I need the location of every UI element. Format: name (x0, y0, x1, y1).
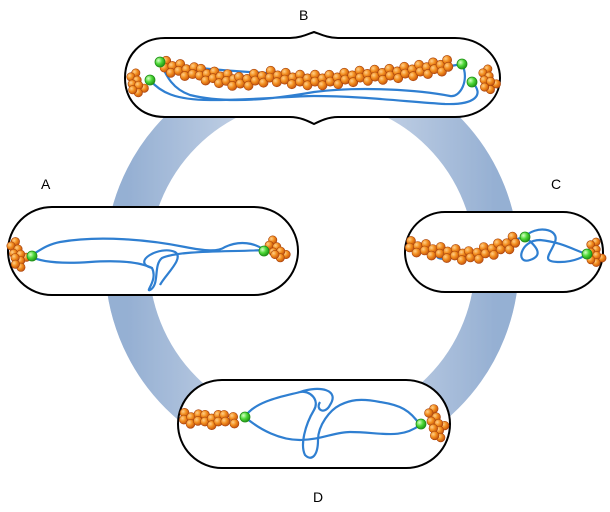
protein-bead (480, 82, 490, 92)
protein-bead (286, 79, 297, 90)
stage-label-d: D (313, 489, 324, 505)
protein-bead (393, 73, 404, 84)
chromosome-strand-icon (29, 237, 265, 292)
protein-bead (220, 416, 231, 427)
protein-filament-icon (159, 55, 454, 91)
protein-bead (270, 250, 280, 260)
protein-bead (408, 71, 419, 82)
protein-bead (441, 253, 452, 263)
protein-bead (10, 259, 20, 269)
bacterial-cell-icon (7, 206, 299, 296)
protein-bead (456, 255, 467, 265)
protein-bead (362, 75, 373, 86)
origin-marker-icon (466, 76, 478, 88)
protein-bead (443, 61, 454, 72)
protein-filament-icon (478, 64, 501, 95)
origin-marker-icon (519, 231, 531, 243)
stage-label-c: C (551, 176, 562, 192)
protein-bead (333, 79, 344, 90)
cell-d (177, 379, 451, 469)
protein-filament-icon (126, 68, 149, 98)
origin-marker-icon (581, 248, 593, 260)
protein-bead (229, 418, 240, 429)
origin-marker-icon (26, 250, 38, 262)
origin-marker-icon (456, 58, 468, 70)
stage-label-b: B (299, 7, 309, 23)
protein-bead (411, 247, 422, 258)
origin-marker-icon (239, 411, 251, 423)
protein-bead (488, 250, 499, 260)
cell-b (123, 30, 502, 126)
protein-bead (377, 74, 388, 85)
protein-bead (430, 430, 440, 441)
origin-marker-icon (144, 74, 156, 86)
protein-bead (348, 77, 359, 88)
origin-marker-icon (258, 245, 270, 257)
protein-filament-icon (424, 404, 450, 443)
origin-marker-icon (154, 56, 166, 68)
protein-bead (426, 250, 437, 261)
protein-bead (504, 244, 515, 255)
cell-c (404, 211, 607, 293)
origin-marker-icon (415, 418, 427, 430)
protein-filament-icon (404, 231, 521, 265)
stage-label-a: A (41, 176, 51, 192)
protein-filament-icon (264, 235, 291, 263)
protein-bead (510, 238, 521, 248)
protein-filament-icon (179, 407, 240, 431)
protein-filament-icon (6, 237, 31, 272)
protein-bead (128, 85, 138, 95)
chromosome-strand-icon (244, 387, 421, 459)
protein-bead (473, 254, 484, 264)
protein-bead (243, 80, 254, 91)
cell-a (6, 206, 299, 296)
